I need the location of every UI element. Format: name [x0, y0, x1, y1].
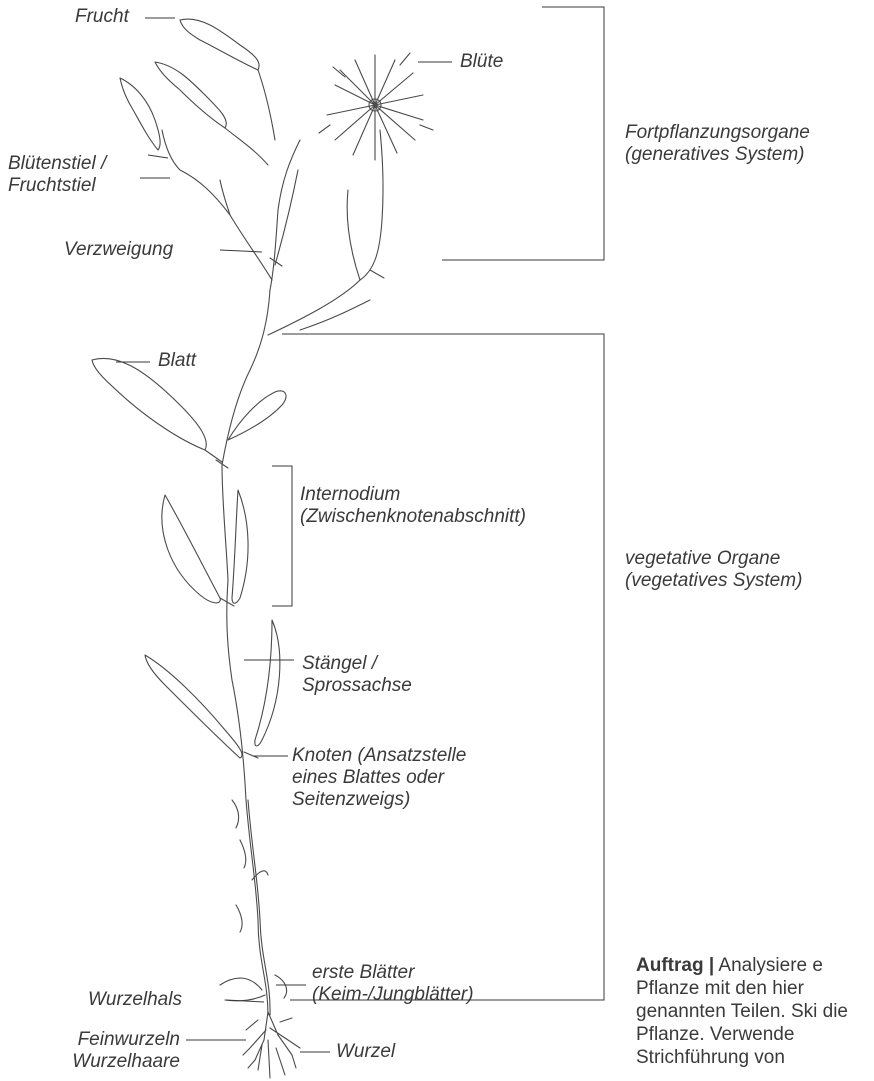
leaf-right-2	[232, 490, 248, 603]
label-staengel-line1: Stängel /	[302, 653, 412, 675]
label-feinwurzeln: Feinwurzeln Wurzelhaare	[20, 1029, 180, 1073]
label-verzweigung: Verzweigung	[64, 239, 173, 261]
bracket-generative	[442, 7, 604, 260]
label-frucht: Frucht	[75, 6, 129, 28]
label-bluete: Blüte	[460, 51, 503, 73]
label-feinwurzeln-line2: Wurzelhaare	[20, 1051, 180, 1073]
fruit-2	[155, 62, 226, 128]
label-bluetenstiel-line2: Fruchtstiel	[8, 175, 106, 197]
task-text: Auftrag | Analysiere e Pflanze mit den h…	[636, 954, 874, 1069]
label-wurzel: Wurzel	[336, 1041, 395, 1063]
label-bluetenstiel-line1: Blütenstiel /	[8, 153, 106, 175]
first-leaves	[220, 975, 287, 1001]
leaf-upper-right	[228, 391, 286, 440]
label-knoten-line1: Knoten (Ansatzstelle	[292, 745, 466, 767]
label-knoten-line3: Seitenzweigs)	[292, 789, 466, 811]
flower	[319, 53, 433, 160]
leaf-low-1	[232, 800, 246, 868]
label-generative-line2: (generatives System)	[625, 144, 810, 166]
label-blatt: Blatt	[158, 350, 196, 372]
label-erste-blaetter: erste Blätter (Keim-/Jungblätter)	[312, 962, 474, 1006]
right-branch	[268, 130, 383, 335]
label-knoten: Knoten (Ansatzstelle eines Blattes oder …	[292, 745, 466, 811]
label-knoten-line2: eines Blattes oder	[292, 767, 466, 789]
label-internodium: Internodium (Zwischenknotenabschnitt)	[300, 484, 526, 528]
leader-verzweigung	[220, 250, 262, 252]
leaf-right-3	[255, 620, 280, 746]
label-staengel: Stängel / Sprossachse	[302, 653, 412, 697]
leaf-blatt	[92, 358, 206, 450]
label-generative-line1: Fortpflanzungsorgane	[625, 122, 810, 144]
label-vegetative-line1: vegetative Organe	[625, 548, 802, 570]
label-staengel-line2: Sprossachse	[302, 675, 412, 697]
label-bluetenstiel: Blütenstiel / Fruchtstiel	[8, 153, 106, 197]
roots	[243, 1012, 300, 1078]
label-wurzelhals: Wurzelhals	[88, 989, 182, 1011]
label-vegetative-line2: (vegetatives System)	[625, 570, 802, 592]
label-vegetative-system: vegetative Organe (vegetatives System)	[625, 548, 802, 592]
leaf-left-2	[162, 495, 220, 603]
leaf-left-3	[145, 655, 242, 758]
leader-bluetenstiel	[140, 155, 170, 178]
leaf-low-2	[236, 871, 268, 932]
bracket-internodium	[272, 466, 292, 606]
label-generative-system: Fortpflanzungsorgane (generatives System…	[625, 122, 810, 166]
fruit-1	[180, 19, 259, 70]
label-erste-line1: erste Blätter	[312, 962, 474, 984]
label-erste-line2: (Keim-/Jungblätter)	[312, 984, 474, 1006]
fruit-3	[120, 78, 160, 150]
label-internodium-line2: (Zwischenknotenabschnitt)	[300, 506, 526, 528]
label-feinwurzeln-line1: Feinwurzeln	[20, 1029, 180, 1051]
label-internodium-line1: Internodium	[300, 484, 526, 506]
task-title: Auftrag |	[636, 955, 714, 976]
